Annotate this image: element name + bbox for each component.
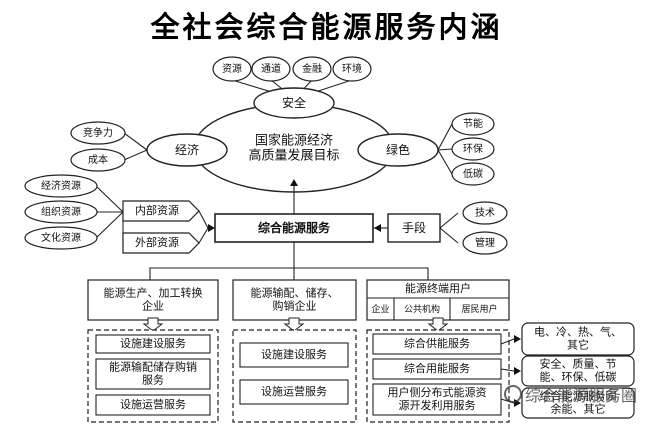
result-label-0: 电、冷、热、气、其它 — [534, 325, 622, 352]
service-label-0-0: 设施建设服务 — [120, 336, 186, 350]
means-sub-link — [439, 212, 459, 229]
service-label-0-1: 能源输配储存购销服务 — [109, 360, 197, 387]
service-label-2-1: 综合用能服务 — [404, 361, 470, 375]
safety-label: 安全 — [282, 95, 306, 110]
means-to-core-arrow — [374, 224, 381, 232]
columns-bracket — [149, 267, 429, 280]
column-header-text-2: 能源终端用户 — [405, 281, 471, 295]
green-sub-label-1: 环保 — [463, 142, 483, 155]
column-header-box-0 — [87, 279, 219, 321]
goal-text: 国家能源经济高质量发展目标 — [248, 132, 339, 163]
economy-label: 经济 — [175, 142, 199, 157]
user-type-label-2: 居民用户 — [461, 303, 497, 315]
green-link — [437, 123, 453, 151]
left-resource-oval-0 — [24, 174, 98, 198]
service-label-0-2: 设施运营服务 — [120, 397, 186, 411]
means-sub-link — [439, 227, 459, 244]
diagram-title: 全社会综合能源服务内涵 — [150, 10, 503, 44]
external-resources-label: 外部资源 — [135, 235, 179, 249]
service-box-2-2 — [372, 383, 502, 416]
resource-oval-0 — [212, 56, 252, 82]
green-label: 绿色 — [386, 142, 410, 157]
service-label-2-0: 综合供能服务 — [404, 336, 470, 350]
economy-sub-oval-0 — [70, 121, 126, 145]
economy-sub-label-0: 竞争力 — [83, 126, 113, 139]
resource-label-2: 金融 — [302, 62, 322, 75]
result-box-2 — [521, 387, 635, 419]
result-box-1 — [521, 355, 635, 387]
means-sub-label-0: 技术 — [475, 206, 495, 219]
service-label-1-0: 设施建设服务 — [261, 347, 327, 361]
means-sub-oval-1 — [462, 231, 508, 255]
watermark-text: 综合能源服务圈 — [524, 386, 637, 405]
user-type-label-0: 企业 — [371, 303, 389, 315]
result-arrow-0 — [514, 335, 521, 343]
left-resource-link — [95, 211, 124, 239]
left-resource-label-1: 组织资源 — [41, 205, 81, 218]
external-resources-box — [122, 232, 200, 254]
column-down-arrow-2 — [427, 317, 449, 332]
internal-resources-box — [122, 200, 200, 222]
resource-oval-2 — [292, 56, 332, 82]
green-sub-label-2: 低碳 — [463, 167, 483, 180]
service-box-0-1 — [95, 358, 211, 390]
left-resource-label-2: 文化资源 — [41, 231, 81, 244]
service-box-1-1 — [239, 379, 349, 405]
column-header-text-0: 能源生产、加工转换企业 — [104, 286, 203, 313]
means-sub-label-1: 管理 — [475, 236, 495, 249]
watermark: 综合能源服务圈 — [503, 382, 637, 406]
left-resource-oval-2 — [24, 226, 98, 250]
user-type-label-1: 公共机构 — [404, 303, 440, 315]
economy-sub-oval-1 — [70, 148, 126, 172]
service-box-0-2 — [95, 394, 211, 416]
result-link-0 — [500, 338, 515, 345]
service-label-2-2: 用户侧分布式能源资源开发利用服务 — [388, 385, 487, 412]
economy-sub-label-1: 成本 — [88, 153, 108, 166]
economy-link — [123, 132, 148, 151]
resource-oval-3 — [332, 56, 372, 82]
resource-oval-1 — [251, 56, 291, 82]
watermark-icon — [503, 385, 522, 403]
column-down-arrow-1 — [283, 317, 305, 332]
resource-to-core-line — [198, 210, 209, 229]
left-resource-link — [95, 185, 124, 213]
economy-link — [123, 149, 148, 161]
green-link — [437, 148, 453, 151]
green-link — [437, 149, 453, 175]
left-resource-oval-1 — [24, 200, 98, 224]
safety-oval — [253, 87, 335, 119]
internal-resources-label: 内部资源 — [135, 203, 179, 217]
result-link-1 — [500, 368, 515, 372]
resource-label-0: 资源 — [222, 62, 242, 75]
result-box-0 — [521, 322, 635, 356]
column-header-text-1: 能源输配、储存、购销企业 — [251, 286, 339, 313]
green-sub-oval-0 — [451, 112, 495, 136]
service-label-1-1: 设施运营服务 — [261, 384, 327, 398]
result-label-2: 综合能源服务园余能、其它 — [540, 389, 617, 416]
left-resource-label-0: 经济资源 — [41, 179, 81, 192]
resource-label-3: 环境 — [342, 62, 362, 75]
service-box-1-0 — [239, 342, 349, 368]
green-sub-oval-2 — [451, 162, 495, 186]
resource-to-core-line — [198, 227, 209, 244]
result-label-1: 安全、质量、节能、环保、低碳 — [540, 357, 617, 384]
green-sub-label-0: 节能 — [463, 117, 483, 130]
column-down-arrow-0 — [142, 317, 164, 332]
means-label: 手段 — [402, 220, 426, 235]
resource-label-1: 通道 — [261, 62, 281, 75]
service-box-0-0 — [95, 334, 211, 354]
core-to-goal-arrow — [290, 179, 298, 186]
resource-to-core-arrow — [208, 224, 215, 232]
column-header-box-1 — [232, 279, 357, 321]
means-sub-oval-0 — [462, 201, 508, 225]
result-arrow-1 — [514, 367, 521, 375]
core-service-label: 综合能源服务 — [258, 220, 331, 235]
green-sub-oval-1 — [451, 137, 495, 161]
